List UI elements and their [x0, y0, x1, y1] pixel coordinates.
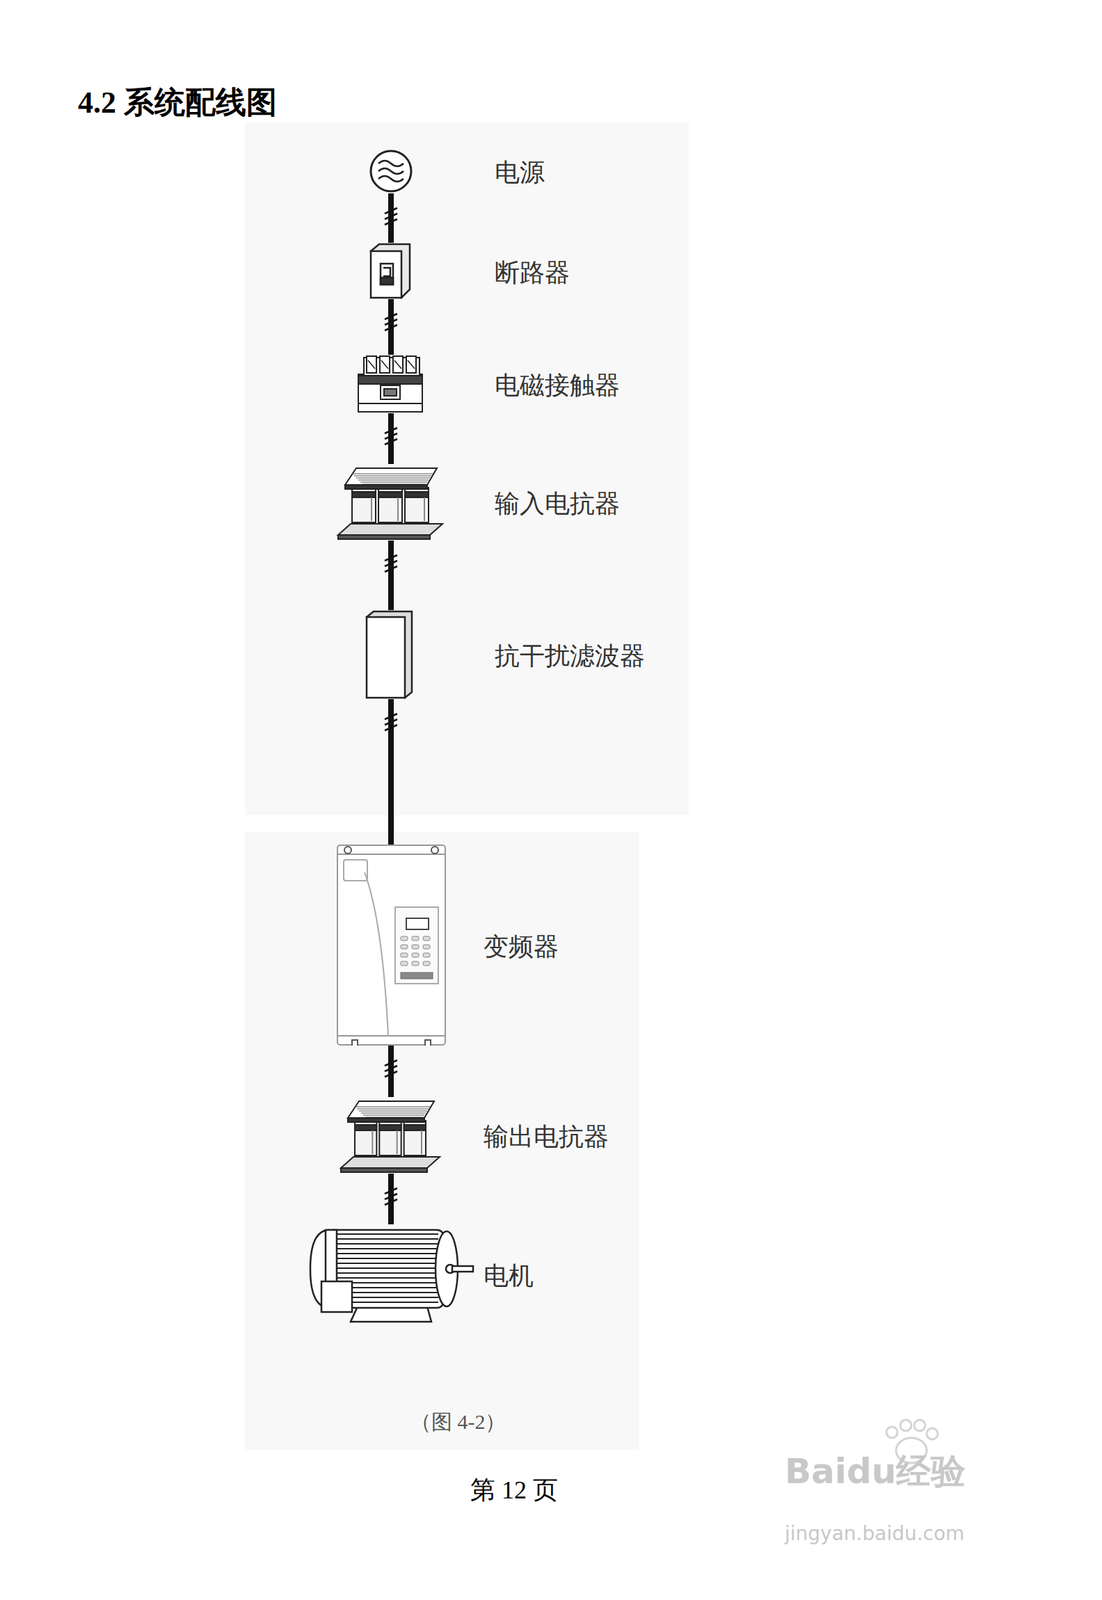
output-reactor-icon	[339, 1097, 442, 1174]
phase-tick	[384, 1071, 398, 1077]
contactor: 电磁接触器	[356, 354, 424, 414]
motor-drawing	[310, 1230, 474, 1322]
inverter: 变频器	[336, 844, 446, 1046]
page-number: 第 12 页	[470, 1473, 558, 1508]
contactor-icon	[356, 354, 424, 414]
inverter-icon	[336, 844, 446, 1046]
wire-group	[384, 1173, 398, 1225]
figure-caption: （图 4-2）	[410, 1408, 507, 1437]
section-title: 4.2 系统配线图	[77, 82, 277, 124]
phase-tick	[384, 1193, 398, 1200]
inverter-drawing	[337, 845, 446, 1046]
power-source: 电源	[368, 148, 414, 194]
wire-group	[384, 413, 398, 465]
phase-tick	[384, 324, 398, 331]
phase-tick	[384, 1199, 398, 1205]
phase-tick	[384, 427, 398, 434]
three-phase-wire	[388, 1173, 394, 1225]
three-phase-wire	[388, 413, 394, 465]
phase-tick	[384, 713, 398, 720]
output-reactor: 输出电抗器	[339, 1097, 442, 1174]
ac-source-symbol	[370, 150, 412, 192]
component-label: 输入电抗器	[494, 486, 620, 522]
phase-tick	[384, 438, 398, 445]
emi-filter-icon	[365, 610, 414, 700]
wire-group	[384, 193, 398, 243]
reactor-drawing	[340, 1101, 440, 1173]
reactor-drawing	[338, 468, 443, 540]
phase-tick	[384, 1188, 398, 1194]
component-label: 断路器	[494, 256, 570, 291]
three-phase-wire	[388, 1045, 394, 1098]
circuit-breaker: 断路器	[369, 242, 412, 300]
wire-group	[384, 299, 398, 355]
component-label: 变频器	[483, 930, 559, 965]
component-label: 电源	[494, 155, 545, 190]
phase-tick	[384, 1060, 398, 1066]
figure-panel	[244, 832, 639, 1450]
filter-drawing	[366, 611, 412, 698]
input-reactor-icon	[336, 464, 444, 541]
emi-filter: 抗干扰滤波器	[365, 610, 414, 700]
phase-tick	[384, 433, 398, 439]
breaker-drawing	[370, 244, 410, 298]
contactor-drawing	[358, 356, 423, 412]
wire-group	[384, 540, 398, 611]
phase-tick	[384, 319, 398, 325]
circuit-breaker-icon	[369, 242, 412, 300]
phase-tick	[384, 555, 398, 561]
phase-tick	[384, 208, 398, 214]
watermark: Baidu经验	[784, 1448, 966, 1496]
input-reactor: 输入电抗器	[336, 464, 444, 541]
wire-group	[384, 1045, 398, 1098]
power-source-icon	[368, 148, 414, 194]
component-label: 电磁接触器	[494, 368, 620, 403]
phase-tick	[384, 313, 398, 320]
watermark-url: jingyan.baidu.com	[784, 1522, 965, 1546]
phase-tick	[384, 219, 398, 225]
motor-icon	[308, 1224, 475, 1325]
phase-tick	[384, 213, 398, 220]
phase-tick	[384, 566, 398, 572]
wire-group	[384, 699, 398, 845]
three-phase-wire	[388, 540, 394, 611]
motor: 电机	[308, 1224, 475, 1325]
phase-tick	[384, 719, 398, 725]
figure-panel	[244, 122, 689, 816]
phase-tick	[384, 724, 398, 731]
component-label: 电机	[483, 1259, 534, 1294]
component-label: 输出电抗器	[483, 1120, 609, 1155]
phase-tick	[384, 560, 398, 567]
phase-tick	[384, 1065, 398, 1072]
component-label: 抗干扰滤波器	[494, 639, 645, 674]
